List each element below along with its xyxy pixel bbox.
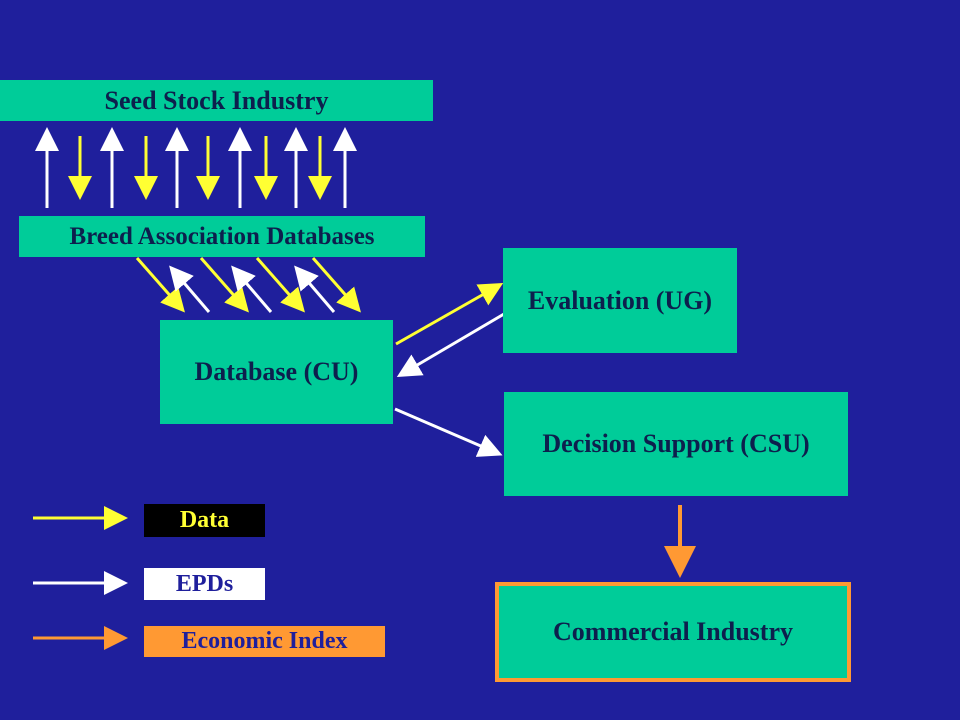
evaluation-ug-box: Evaluation (UG) (503, 248, 737, 353)
database-to-breed-epd-arrows (169, 265, 336, 313)
database-cu-label: Database (CU) (194, 357, 359, 386)
evaluation-to-database-epd-arrow (396, 312, 505, 378)
commercial-industry-label: Commercial Industry (552, 617, 793, 646)
decision-support-csu-box: Decision Support (CSU) (504, 392, 848, 496)
database-cu-box: Database (CU) (160, 320, 393, 424)
legend-epds-label: EPDs (144, 568, 265, 600)
breed-to-seed-epd-arrows (35, 127, 357, 208)
database-to-evaluation-data-arrow (395, 283, 504, 346)
decision-support-csu-label: Decision Support (CSU) (542, 429, 810, 458)
breed-association-databases-label: Breed Association Databases (69, 222, 375, 250)
seed-stock-industry-label: Seed Stock Industry (104, 85, 329, 115)
database-to-decision-epd-arrow (394, 407, 503, 457)
breed-association-databases-box: Breed Association Databases (19, 216, 425, 257)
legend-economic-index-label: Economic Index (144, 626, 385, 657)
commercial-industry-box: Commercial Industry (495, 582, 851, 682)
seed-stock-industry-box: Seed Stock Industry (0, 80, 433, 121)
legend-data-label: Data (144, 504, 265, 537)
breed-to-database-data-arrows (135, 257, 361, 313)
evaluation-ug-label: Evaluation (UG) (527, 285, 713, 315)
seed-to-breed-data-arrows (68, 136, 332, 200)
